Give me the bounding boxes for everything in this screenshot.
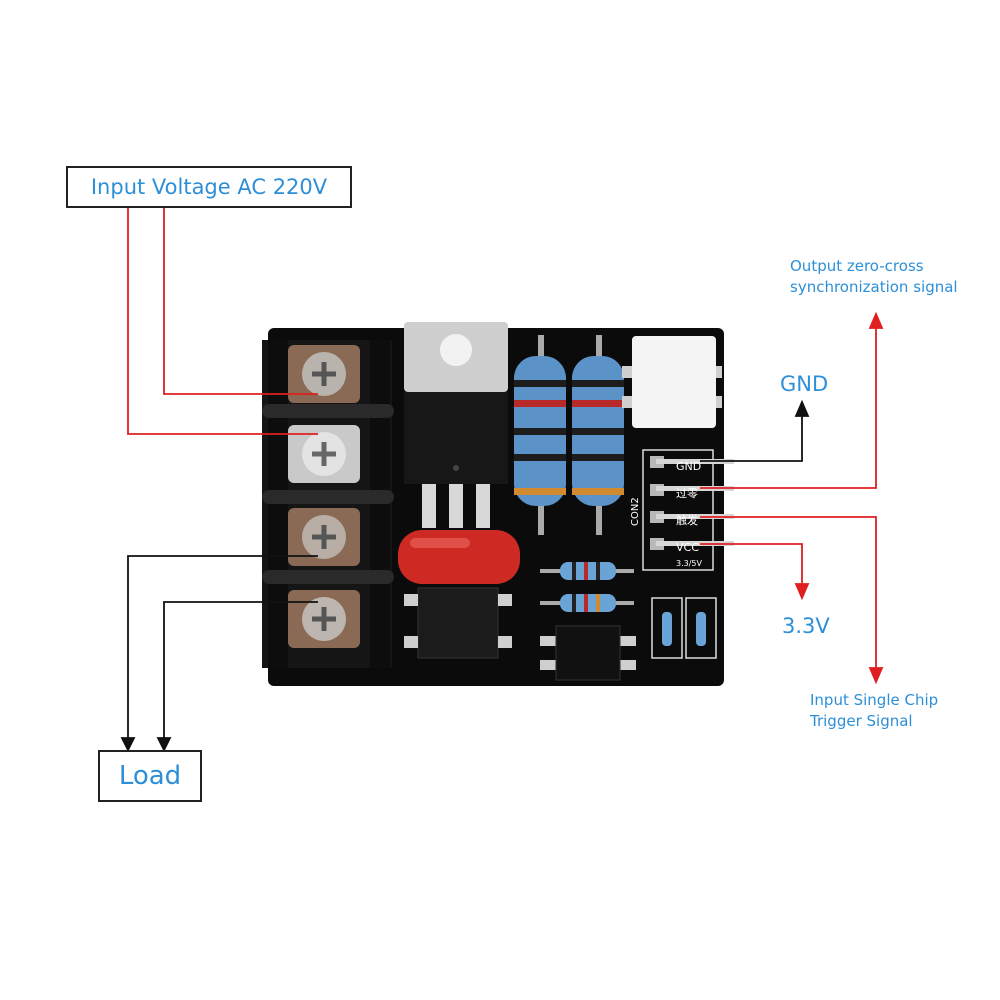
silk-connector-label: CON2 xyxy=(630,497,641,526)
resistor-1 xyxy=(514,335,566,535)
terminal-screw-4 xyxy=(288,590,360,648)
trigger-label: Input Single Chip Trigger Signal xyxy=(810,690,938,732)
resistor-2 xyxy=(572,335,624,535)
bridge-rectifier xyxy=(404,587,512,659)
gnd-label: GND xyxy=(780,372,829,396)
header-connector xyxy=(642,449,734,571)
zero-cross-label: Output zero-cross synchronization signal xyxy=(790,256,958,298)
optocoupler xyxy=(622,336,722,428)
silk-pin-trigger: 触发 xyxy=(676,513,698,527)
load-label: Load xyxy=(98,750,202,802)
trigger-line1: Input Single Chip xyxy=(810,691,939,709)
input-voltage-label: Input Voltage AC 220V xyxy=(66,166,352,208)
arrow-down-icon xyxy=(156,737,172,753)
v33-label: 3.3V xyxy=(782,614,830,638)
vcc-wire xyxy=(700,543,810,601)
load-wires xyxy=(120,555,318,753)
terminal-block xyxy=(262,340,394,668)
ac-input-wires xyxy=(127,206,318,435)
arrow-down-icon xyxy=(120,737,136,753)
load-text: Load xyxy=(118,761,182,791)
silk-pin-zero: 过零 xyxy=(676,487,698,500)
arrow-down-icon xyxy=(868,667,884,685)
silk-pin-gnd: GND xyxy=(676,460,701,473)
silkscreen-resistors xyxy=(651,597,717,659)
zero-cross-line2: synchronization signal xyxy=(790,278,958,296)
zero-cross-wire xyxy=(700,311,884,489)
arrow-down-icon xyxy=(794,583,810,601)
trigger-wire xyxy=(700,516,884,685)
triac xyxy=(404,322,508,528)
gnd-wire xyxy=(700,399,810,462)
silk-vcc-note: 3.3/5V xyxy=(676,559,703,568)
terminal-screw-1 xyxy=(288,345,360,403)
input-voltage-text: Input Voltage AC 220V xyxy=(90,175,328,199)
small-resistor-1 xyxy=(540,562,634,580)
arrow-up-icon xyxy=(868,311,884,329)
small-resistor-2 xyxy=(540,594,634,612)
arrow-up-icon xyxy=(794,399,810,417)
terminal-screw-3 xyxy=(288,508,360,566)
ic-chip xyxy=(540,625,636,681)
capacitor xyxy=(398,530,520,584)
zero-cross-line1: Output zero-cross xyxy=(790,257,924,275)
silk-pin-vcc: VCC xyxy=(676,541,699,554)
terminal-screw-2 xyxy=(288,425,360,483)
trigger-line2: Trigger Signal xyxy=(810,712,913,730)
